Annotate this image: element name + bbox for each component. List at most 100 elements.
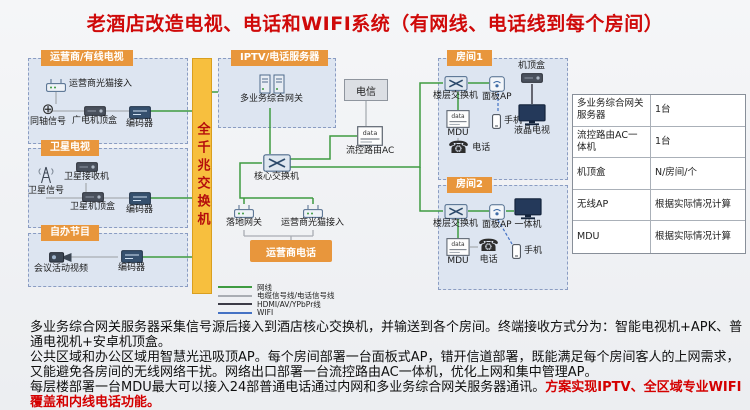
node-label: MDU [447, 256, 469, 266]
tv-icon [514, 198, 542, 220]
legend-label: HDMI/AV/YPbPr线 [257, 299, 321, 309]
set-top-box-icon [83, 106, 106, 116]
legend: 网线 电缆信号线/电话信号线 HDMI/AV/YPbPr线 WIFI [218, 283, 335, 317]
description-paragraph-3: 每层楼部署一台MDU最大可以接入24部普通电话通过内网和多业务综合网关服务器通讯… [30, 380, 744, 410]
node-label: 手机 [504, 115, 523, 126]
node-room1-mdu: data MDU [446, 110, 470, 139]
legend-line-wifi [218, 311, 252, 314]
node-room2-aio-tv: 一体机 [514, 198, 542, 231]
node-label: 卫星接收机 [64, 172, 110, 182]
table-cell-name: 机顶盒 [573, 158, 651, 190]
coax-connector-icon: ⊕ [41, 100, 55, 118]
node-label: 核心交换机 [254, 172, 300, 182]
isp-phone-box: 运营商电话 [250, 240, 332, 262]
network-diagram: 运营商/有线电视 卫星电视 自办节目 IPTV/电话服务器 房间1 房间2 [0, 50, 750, 318]
description-paragraph-1: 多业务综合网关服务器采集信号源后接入到酒店核心交换机，并输送到各个房间。终端接收… [30, 320, 743, 350]
node-room1-floor-switch: 楼层交换机 [433, 76, 478, 102]
node-label: 落地网关 [226, 218, 263, 228]
legend-item-net: 网线 [218, 283, 335, 292]
table-cell-qty: 根据实际情况计算 [651, 190, 745, 221]
mobile-phone-icon [512, 244, 521, 259]
legend-line-hdmi [218, 303, 252, 306]
table-cell-name: 多业务综合网关服务器 [573, 95, 651, 127]
legend-item-wifi: WIFI [218, 308, 335, 317]
legend-label: 电缆信号线/电话信号线 [257, 291, 335, 301]
node-room2-panel-ap: 面板AP [482, 204, 512, 231]
node-room2-telephone: ☎ 电话 [478, 238, 499, 266]
node-label: MDU [447, 128, 469, 138]
description-paragraph-2: 公共区域和办公区域用智慧光迅吸顶AP。每个房间部署一台面板式AP，错开信道部署，… [30, 350, 740, 380]
node-room2-mobile: 手机 [512, 244, 542, 259]
video-camera-icon [49, 252, 72, 263]
group-self-program-header: 自办节目 [41, 225, 99, 241]
legend-label: 网线 [257, 282, 272, 292]
data-tag-text: data [363, 129, 378, 137]
server-icon [259, 74, 284, 94]
satellite-receiver-icon [75, 162, 98, 172]
node-label: 会议活动视频 [34, 264, 89, 274]
telephone-icon: ☎ [448, 138, 470, 158]
node-label: 多业务综合网关 [240, 94, 304, 104]
modem-icon [234, 205, 254, 218]
encoder-icon [128, 106, 151, 119]
node-encoder-catv: 编码器 [126, 106, 153, 130]
node-label: 流控路由AC [346, 146, 395, 156]
switch-icon [262, 154, 291, 172]
wireless-ap-icon [488, 76, 505, 92]
tv-icon [518, 104, 546, 126]
page-title: 老酒店改造电视、电话和WIFI系统（有网线、电话线到每个房间） [86, 13, 664, 35]
node-room2-floor-switch: 楼层交换机 [433, 204, 478, 230]
node-encoder-sat: 编码器 [126, 192, 153, 216]
node-isp-modem-core: 运营商光猫接入 [281, 204, 344, 229]
node-label: 卫星机顶盒 [70, 202, 116, 212]
node-label: 编码器 [126, 119, 154, 129]
table-cell-name: MDU [573, 221, 651, 253]
mdu-data-icon: data [446, 110, 470, 128]
node-label: 机顶盒 [518, 61, 546, 71]
node-encoder-self: 编码器 [118, 250, 145, 274]
description-highlight: 方案实现IPTV、全区域专业WIFI覆盖和内线电话功能。 [30, 380, 742, 410]
node-isp-modem: 运营商光猫接入 [46, 78, 132, 92]
node-label: 卫星信号 [28, 186, 65, 196]
node-room1-telephone: ☎ 电话 [448, 140, 490, 157]
node-sat-stb: 卫星机顶盒 [70, 192, 115, 213]
node-room2-mdu: data MDU [446, 238, 470, 267]
node-sat-signal: 卫星信号 [28, 164, 64, 197]
node-room1-mobile: 手机 [492, 114, 522, 129]
group-room1-header: 房间1 [447, 50, 492, 66]
switch-icon [444, 76, 467, 91]
encoder-icon [120, 250, 143, 263]
node-core-switch: 核心交换机 [254, 154, 299, 183]
group-iptv-server-header: IPTV/电话服务器 [231, 50, 329, 66]
table-cell-qty: 1台 [651, 95, 745, 127]
connection-lines [46, 82, 533, 258]
wireless-ap-icon [488, 204, 505, 220]
encoder-icon [128, 192, 151, 205]
node-label: 电话 [472, 142, 491, 153]
mdu-data-icon: data [446, 238, 470, 256]
legend-line-net [218, 286, 252, 289]
node-label: 手机 [524, 245, 543, 256]
table-cell-qty: N/房间/个 [651, 158, 745, 190]
table-cell-qty: 1台 [651, 127, 745, 158]
node-label: 广电机顶盒 [72, 116, 118, 126]
set-top-box-icon [81, 192, 104, 202]
table-cell-name: 流控路由AC一体机 [573, 126, 651, 158]
node-room1-stb: 机顶盒 [518, 61, 546, 83]
node-label: 面板AP [482, 92, 512, 102]
node-label: 楼层交换机 [433, 91, 479, 101]
gigabit-switch-bar: 全千兆交换机 [192, 58, 212, 294]
switch-icon [444, 204, 467, 219]
group-satellite-header: 卫星电视 [41, 140, 99, 156]
table-cell-qty: 根据实际情况计算 [655, 230, 732, 242]
group-isp-catv: 运营商/有线电视 [28, 50, 188, 144]
node-label: 电话 [479, 255, 498, 265]
modem-icon [302, 205, 323, 218]
legend-item-cable: 电缆信号线/电话信号线 [218, 291, 335, 301]
antenna-icon [38, 166, 54, 184]
group-room2: 房间2 [438, 177, 568, 290]
node-label: 运营商光猫接入 [69, 79, 133, 90]
data-tag-text: data [451, 114, 465, 120]
group-satellite: 卫星电视 [28, 140, 188, 228]
node-room1-lcd-tv: 液晶电视 [514, 104, 550, 137]
